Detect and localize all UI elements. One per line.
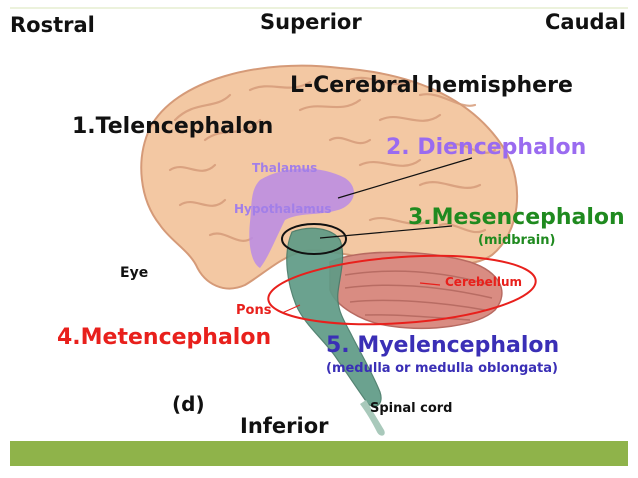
rostral-label: Rostral (10, 13, 95, 37)
thalamus-label: Thalamus (252, 161, 318, 175)
cerebellum-label: Cerebellum (445, 275, 523, 289)
cerebral-hemisphere-label: L-Cerebral hemisphere (290, 73, 573, 98)
eye-label: Eye (120, 265, 149, 281)
inferior-label: Inferior (240, 414, 329, 438)
panel-label: (d) (172, 392, 205, 416)
myelencephalon-label: 5. Myelencephalon (326, 333, 560, 358)
midbrain-label: (midbrain) (478, 233, 556, 248)
diencephalon-region (249, 168, 354, 268)
spinal-cord-label: Spinal cord (370, 401, 453, 416)
pons-label: Pons (236, 303, 272, 318)
diencephalon-pointer (337, 157, 473, 199)
spinal-cord-shape (360, 400, 385, 436)
caudal-label: Caudal (545, 10, 626, 34)
hypothalamus-label: Hypothalamus (234, 202, 332, 216)
footer-bar (10, 441, 628, 466)
mesencephalon-label: 3.Mesencephalon (408, 205, 625, 230)
pons-pointer (281, 304, 301, 314)
telencephalon-label: 1.Telencephalon (72, 114, 274, 139)
gyri-lines (168, 76, 497, 242)
metencephalon-label: 4.Metencephalon (57, 325, 272, 350)
superior-label: Superior (260, 10, 362, 34)
medulla-label: (medulla or medulla oblongata) (326, 361, 558, 376)
hindbrain-ellipse (267, 254, 537, 326)
cerebellum-pointer (419, 282, 441, 286)
cerebellum-folia (344, 270, 493, 321)
mesencephalon-pointer (319, 225, 453, 239)
diencephalon-label: 2. Diencephalon (386, 135, 587, 160)
midbrain-circle (281, 223, 347, 255)
